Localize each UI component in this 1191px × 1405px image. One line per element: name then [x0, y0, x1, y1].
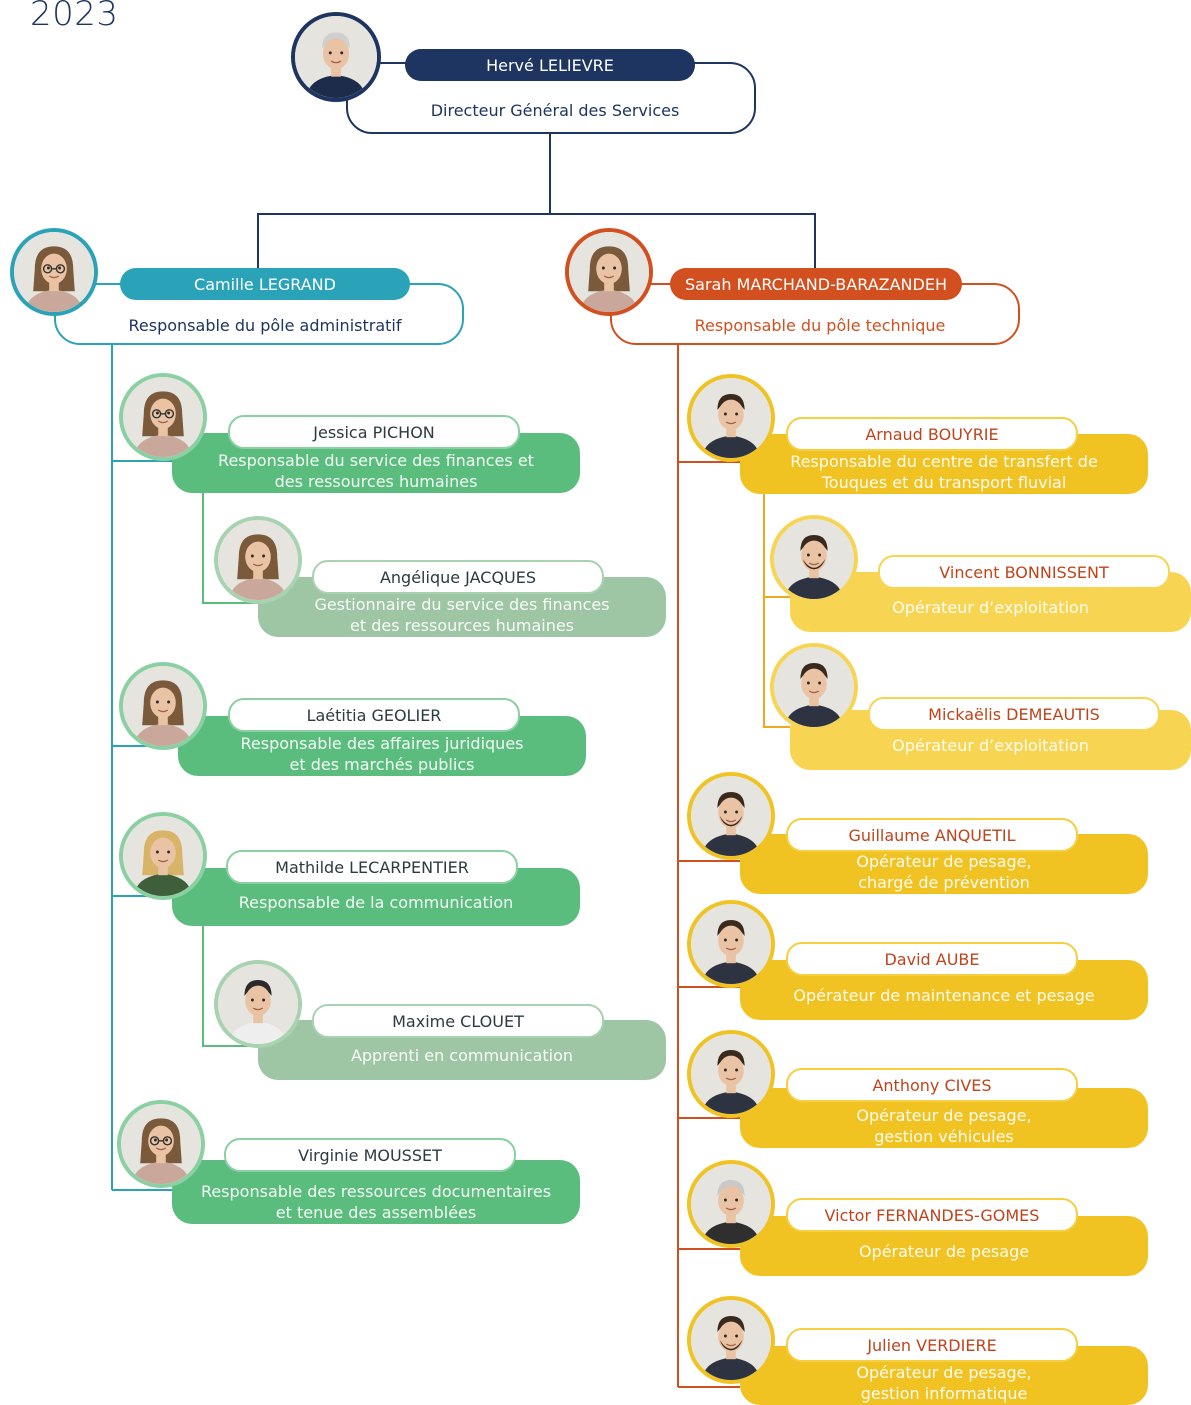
member-role-line1: Opérateur de maintenance et pesage: [793, 986, 1095, 1005]
member-role-line1: Apprenti en communication: [350, 1046, 574, 1065]
member-avatar: [214, 960, 302, 1048]
member-name-pill: Julien VERDIERE: [786, 1328, 1078, 1362]
member-role-line2: et des marchés publics: [289, 755, 475, 774]
member-name: Laétitia GEOLIER: [306, 705, 442, 725]
member-role-line1: Responsable du service des finances et: [218, 451, 534, 470]
tech-head-title-text: Responsable du pôle technique: [694, 315, 946, 335]
member-role-line2: et des ressources humaines: [349, 616, 575, 635]
member-role-line2: Touques et du transport fluvial: [821, 473, 1067, 492]
member-avatar: [770, 643, 858, 731]
admin-spine: [111, 345, 178, 1191]
director-title: Directeur Général des Services: [400, 98, 710, 122]
member-role-line1: Opérateur de pesage,: [856, 852, 1032, 871]
member-name-pill: Anthony CIVES: [786, 1068, 1078, 1102]
member-name-pill: Laétitia GEOLIER: [228, 698, 520, 732]
member-name: Anthony CIVES: [872, 1075, 992, 1095]
member-role-line2: des ressources humaines: [274, 472, 478, 491]
member-role-line1: Opérateur d’exploitation: [892, 598, 1089, 617]
member-avatar: [687, 772, 775, 860]
member-name: Maxime CLOUET: [392, 1011, 524, 1031]
member-name: Vincent BONNISSENT: [939, 562, 1109, 582]
member-card: Responsable du service des finances et de…: [172, 433, 580, 493]
tech-head-avatar: [565, 228, 653, 316]
year-label: 2023: [30, 0, 119, 34]
member-name: Arnaud BOUYRIE: [865, 424, 999, 444]
director-title-text: Directeur Général des Services: [430, 100, 680, 120]
tech-sub-spine: [763, 492, 790, 728]
member-name: Guillaume ANQUETIL: [848, 825, 1016, 845]
member-name-pill: Arnaud BOUYRIE: [786, 417, 1078, 451]
member-avatar: [117, 1100, 205, 1188]
member-avatar: [214, 516, 302, 604]
admin-head-name: Camille LEGRAND: [194, 274, 336, 294]
admin-head-title-text: Responsable du pôle administratif: [128, 315, 402, 335]
member-name-pill: Virginie MOUSSET: [224, 1138, 516, 1172]
member-avatar: [687, 1030, 775, 1118]
member-name: David AUBE: [884, 949, 980, 969]
member-name: Angélique JACQUES: [379, 567, 537, 587]
tech-head-name: Sarah MARCHAND-BARAZANDEH: [685, 274, 947, 294]
director-connector: [257, 133, 816, 270]
member-role-line1: Opérateur d’exploitation: [892, 736, 1089, 755]
member-name: Mathilde LECARPENTIER: [275, 857, 469, 877]
member-role-line1: Opérateur de pesage: [858, 1242, 1030, 1261]
member-name-pill: Victor FERNANDES-GOMES: [786, 1198, 1078, 1232]
admin-head-name-pill: Camille LEGRAND: [120, 268, 410, 300]
member-card: Opérateur de pesage, gestion informatique: [740, 1346, 1148, 1405]
member-role-line2: et tenue des assemblées: [275, 1203, 477, 1222]
member-name-pill: Guillaume ANQUETIL: [786, 818, 1078, 852]
member-role-line1: Responsable de la communication: [238, 893, 514, 912]
member-name-pill: Vincent BONNISSENT: [878, 555, 1170, 589]
director-name: Hervé LELIEVRE: [486, 55, 614, 75]
member-avatar: [770, 515, 858, 603]
member-avatar: [687, 374, 775, 462]
member-role-line1: Responsable des affaires juridiques: [240, 734, 524, 753]
member-avatar: [119, 662, 207, 750]
member-name-pill: Maxime CLOUET: [312, 1004, 604, 1038]
admin-head-avatar: [10, 228, 98, 316]
member-avatar: [687, 1296, 775, 1384]
member-name-pill: Mathilde LECARPENTIER: [226, 850, 518, 884]
member-avatar: [119, 812, 207, 900]
member-name: Virginie MOUSSET: [298, 1145, 442, 1165]
member-name: Julien VERDIERE: [867, 1335, 997, 1355]
member-avatar: [119, 373, 207, 461]
member-role-line2: gestion informatique: [860, 1384, 1028, 1403]
member-role-line2: chargé de prévention: [858, 873, 1030, 892]
director-avatar: [291, 12, 381, 102]
member-name-pill: David AUBE: [786, 942, 1078, 976]
tech-spine: [677, 345, 740, 1388]
tech-head-name-pill: Sarah MARCHAND-BARAZANDEH: [670, 268, 962, 300]
member-role-line1: Gestionnaire du service des finances: [314, 595, 610, 614]
member-role-line2: gestion véhicules: [874, 1127, 1014, 1146]
member-name-pill: Jessica PICHON: [228, 415, 520, 449]
tech-head-title: Responsable du pôle technique: [640, 313, 1000, 337]
member-role-line1: Responsable du centre de transfert de: [790, 452, 1098, 471]
member-avatar: [687, 1160, 775, 1248]
admin-head-title: Responsable du pôle administratif: [80, 313, 450, 337]
director-name-pill: Hervé LELIEVRE: [405, 49, 695, 81]
member-name-pill: Angélique JACQUES: [312, 560, 604, 594]
admin-sub-spine-1: [202, 492, 260, 604]
member-role-line1: Opérateur de pesage,: [856, 1106, 1032, 1125]
member-avatar: [687, 900, 775, 988]
member-name: Mickaëlis DEMEAUTIS: [928, 704, 1100, 724]
member-role-line1: Responsable des ressources documentaires: [200, 1182, 552, 1201]
member-name-pill: Mickaëlis DEMEAUTIS: [868, 697, 1160, 731]
member-role-line1: Opérateur de pesage,: [856, 1363, 1032, 1382]
admin-sub-spine-2: [202, 926, 260, 1047]
member-name: Victor FERNANDES-GOMES: [824, 1205, 1040, 1225]
member-name: Jessica PICHON: [313, 422, 435, 442]
